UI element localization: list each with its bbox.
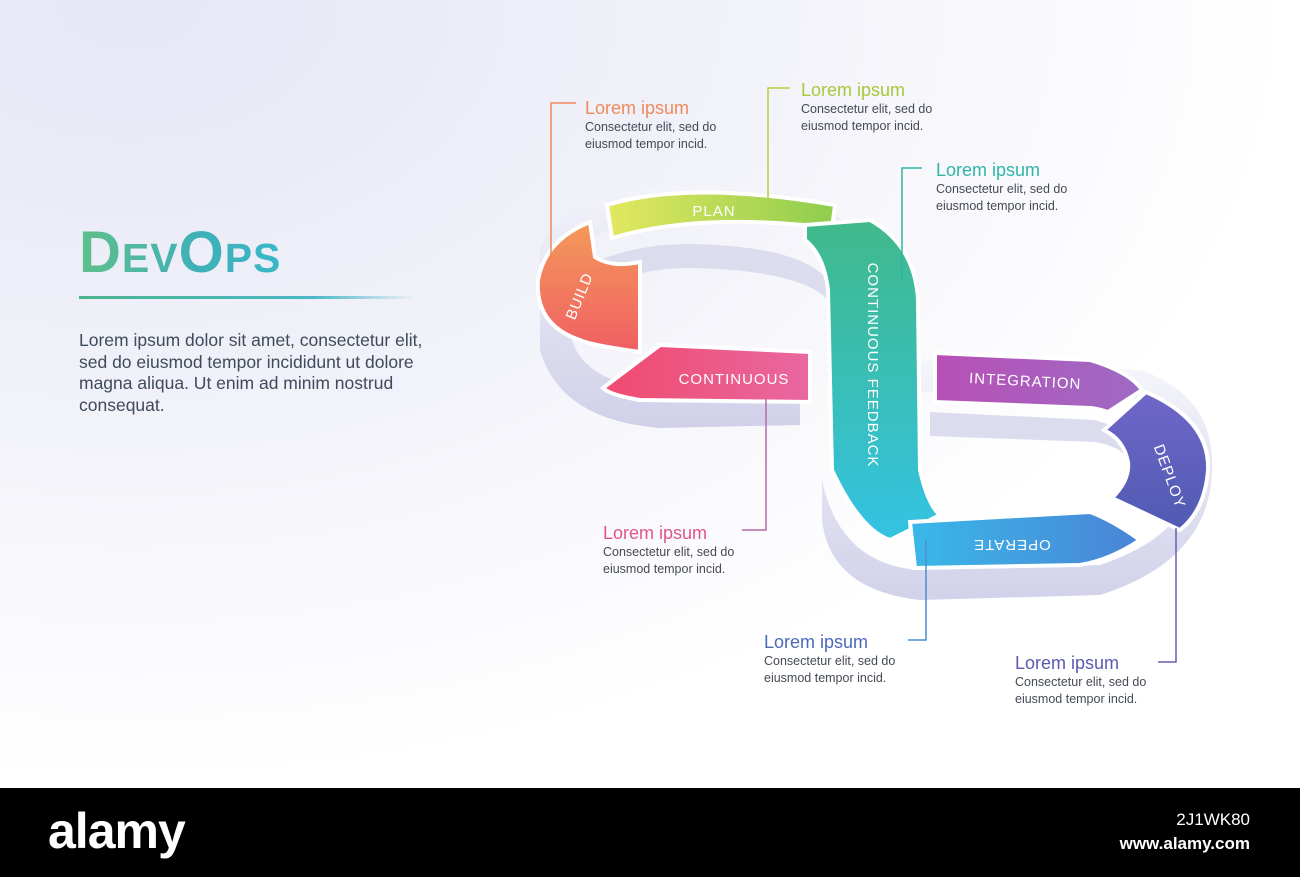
footer-logo: alamy [48,803,186,859]
callout-body: Consectetur elit, sed do eiusmod tempor … [603,544,803,578]
segment-plan-label: PLAN [692,203,735,220]
intro-paragraph: Lorem ipsum dolor sit amet, consectetur … [79,330,423,415]
leader-deploy [1158,528,1177,663]
callout-body-line: eiusmod tempor incid. [1015,692,1138,706]
devops-infinity-diagram: PLAN BUILD CONTINUOUS CONTINUOUS FEEDBAC… [535,87,1213,663]
segment-operate: OPERATE [907,509,1144,571]
leader-operate [908,540,927,641]
segment-feedback-label: CONTINUOUS FEEDBACK [864,263,881,468]
callout-build: Lorem ipsum Consectetur elit, sed do eiu… [585,98,785,153]
segment-build: BUILD [535,219,642,355]
callout-body-line: Consectetur elit, sed do [585,120,717,134]
callout-feedback: Lorem ipsum Consectetur elit, sed do eiu… [936,160,1136,215]
callout-heading: Lorem ipsum [585,98,690,118]
leader-build [550,102,576,260]
segment-continuous: CONTINUOUS [599,342,812,405]
left-loop-base [540,185,860,428]
leader-continuous [742,398,767,531]
callout-heading: Lorem ipsum [603,523,708,543]
segment-continuous-label: CONTINUOUS [679,371,790,388]
segment-operate-label: OPERATE [973,536,1051,553]
segment-integration: INTEGRATION [933,350,1145,415]
callout-body: Consectetur elit, sed do eiusmod tempor … [936,181,1136,215]
segment-deploy: DEPLOY [1100,389,1211,533]
callout-deploy: Lorem ipsum Consectetur elit, sed do eiu… [1015,653,1215,708]
callout-body-line: eiusmod tempor incid. [764,671,887,685]
callout-body-line: eiusmod tempor incid. [936,199,1059,213]
callout-body-line: eiusmod tempor incid. [603,562,726,576]
callout-heading: Lorem ipsum [764,632,869,652]
leader-plan [767,87,790,205]
infographic-canvas: DevOps Lorem ipsum dolor sit amet, conse… [0,0,1300,788]
callout-heading: Lorem ipsum [801,80,906,100]
leader-lines [550,87,1177,663]
callout-body: Consectetur elit, sed do eiusmod tempor … [764,653,964,687]
callout-body: Consectetur elit, sed do eiusmod tempor … [585,119,785,153]
page-title: DevOps [79,220,282,285]
callout-heading: Lorem ipsum [1015,653,1120,673]
right-loop-base [822,360,1213,600]
callout-body-line: Consectetur elit, sed do [1015,675,1147,689]
leader-feedback [901,167,922,280]
title-underline [79,296,414,299]
footer-url: www.alamy.com [1119,834,1250,853]
callout-body-line: eiusmod tempor incid. [585,137,708,151]
segment-plan: PLAN [604,190,838,241]
callout-plan: Lorem ipsum Consectetur elit, sed do eiu… [801,80,1001,135]
segment-integration-label: INTEGRATION [969,370,1082,393]
watermark-footer: alamy 2J1WK80 www.alamy.com [0,788,1300,877]
callout-body-line: Consectetur elit, sed do [764,654,896,668]
callout-body: Consectetur elit, sed do eiusmod tempor … [801,101,1001,135]
callout-body-line: Consectetur elit, sed do [936,182,1068,196]
callout-body-line: eiusmod tempor incid. [801,119,924,133]
callout-body: Consectetur elit, sed do eiusmod tempor … [1015,674,1215,708]
segment-feedback: CONTINUOUS FEEDBACK [803,217,944,543]
callout-body-line: Consectetur elit, sed do [603,545,735,559]
footer-image-id: 2J1WK80 [1176,810,1250,829]
callout-continuous: Lorem ipsum Consectetur elit, sed do eiu… [603,523,803,578]
callout-heading: Lorem ipsum [936,160,1041,180]
callout-body-line: Consectetur elit, sed do [801,102,933,116]
callout-operate: Lorem ipsum Consectetur elit, sed do eiu… [764,632,964,687]
